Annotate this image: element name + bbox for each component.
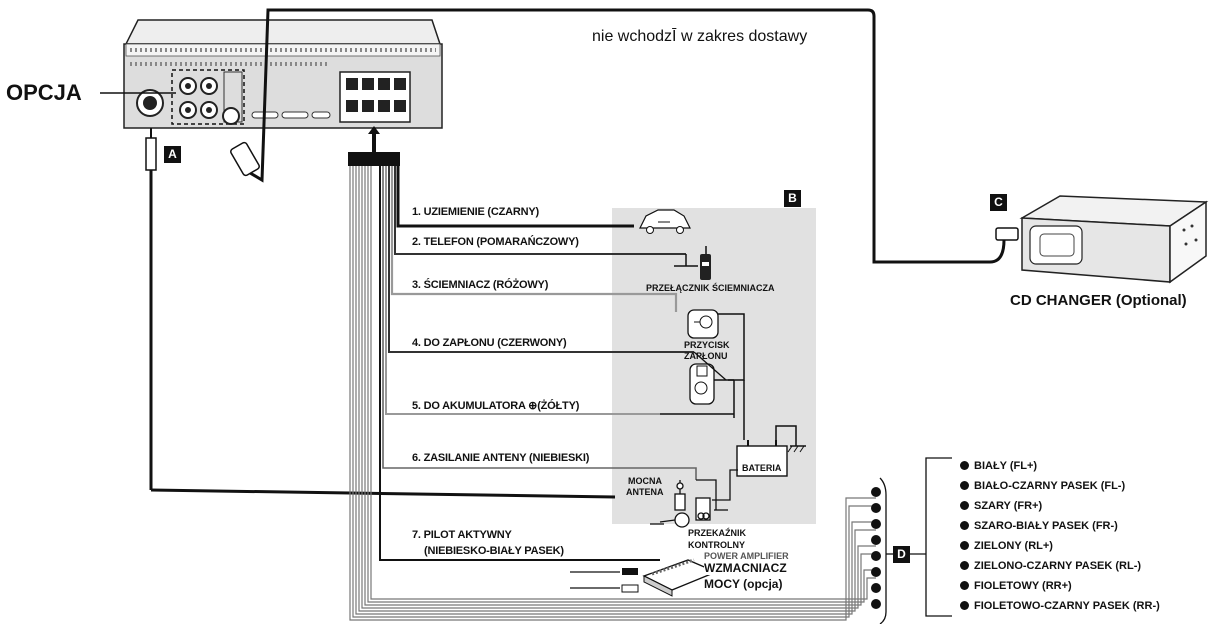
- antenna-plug: [145, 128, 616, 499]
- speaker-terminals: [871, 457, 952, 624]
- wire-1-label: 1. UZIEMIENIE (CZARNY): [412, 206, 539, 218]
- not-included-note: nie wchodzĪ w zakres dostawy: [592, 28, 808, 45]
- speaker-item: SZARY (FR+): [960, 500, 1042, 512]
- terminal-dot-icon: [960, 561, 969, 570]
- wire-6-label: 6. ZASILANIE ANTENY (NIEBIESKI): [412, 452, 590, 464]
- harness-connector: [348, 152, 400, 166]
- ignition-switch-icon: [660, 351, 735, 418]
- battery-icon: [736, 380, 806, 477]
- dimmer-switch-label: PRZEŁĄCZNIK ŚCIEMNIACZA: [646, 283, 775, 293]
- relay-label-1: PRZEKAŹNIK: [688, 528, 746, 538]
- speaker-item: ZIELONY (RL+): [960, 540, 1053, 552]
- wire-7-sub-label: (NIEBIESKO-BIAŁY PASEK): [424, 545, 564, 557]
- tag-b: B: [784, 190, 801, 207]
- wire-runs: [379, 166, 697, 561]
- speaker-item: BIAŁY (FL+): [960, 460, 1037, 472]
- wire-5-label: 5. DO AKUMULATORA ⊕(ŻÓŁTY): [412, 400, 580, 412]
- speaker-item: FIOLETOWY (RR+): [960, 580, 1072, 592]
- option-rca-box: [171, 69, 245, 125]
- speaker-item: ZIELONO-CZARNY PASEK (RL-): [960, 560, 1141, 572]
- power-amplifier-icon: [570, 558, 718, 597]
- cd-changer-label: CD CHANGER (Optional): [1010, 292, 1187, 309]
- tag-c: C: [990, 194, 1007, 211]
- wire-4-label: 4. DO ZAPŁONU (CZERWONY): [412, 337, 567, 349]
- speaker-item: BIAŁO-CZARNY PASEK (FL-): [960, 480, 1125, 492]
- power-antenna-relay: [650, 469, 738, 528]
- terminal-dot-icon: [960, 581, 969, 590]
- cd-changer-cable: [230, 8, 1006, 264]
- tag-d: D: [893, 546, 910, 563]
- amplifier-label-2: MOCY (opcja): [704, 577, 783, 591]
- head-unit: [123, 19, 443, 129]
- relay-overlap-label: POWER AMPLIFIER: [704, 551, 789, 561]
- cd-changer: [995, 195, 1209, 284]
- wire-3-label: 3. ŚCIEMNIACZ (RÓŻOWY): [412, 279, 549, 291]
- cd-changer-socket: [222, 107, 240, 125]
- speaker-item: FIOLETOWO-CZARNY PASEK (RR-): [960, 600, 1160, 612]
- terminal-dot-icon: [960, 521, 969, 530]
- speaker-item: SZARO-BIAŁY PASEK (FR-): [960, 520, 1118, 532]
- tag-a: A: [164, 146, 181, 163]
- phone-icon: [674, 246, 711, 280]
- battery-label: BATERIA: [742, 463, 782, 473]
- wire-2-label: 2. TELEFON (POMARAŃCZOWY): [412, 236, 579, 248]
- terminal-dot-icon: [960, 481, 969, 490]
- terminal-dot-icon: [960, 501, 969, 510]
- power-antenna-label-1: MOCNA: [628, 476, 662, 486]
- terminal-dot-icon: [960, 461, 969, 470]
- amplifier-label-1: WZMACNIACZ: [704, 561, 787, 575]
- terminal-dot-icon: [960, 601, 969, 610]
- option-label: OPCJA: [6, 80, 82, 105]
- terminal-dot-icon: [960, 541, 969, 550]
- power-antenna-label-2: ANTENA: [626, 487, 664, 497]
- car-ground-icon: [639, 209, 691, 234]
- speaker-wire-bundle: [349, 166, 876, 621]
- ignition-label-1: PRZYCISK: [684, 340, 730, 350]
- dimmer-switch-icon: [687, 309, 745, 381]
- ignition-label-2: ZAPŁONU: [684, 351, 728, 361]
- relay-label-2: KONTROLNY: [688, 540, 745, 550]
- wire-7-label: 7. PILOT AKTYWNY: [412, 529, 512, 541]
